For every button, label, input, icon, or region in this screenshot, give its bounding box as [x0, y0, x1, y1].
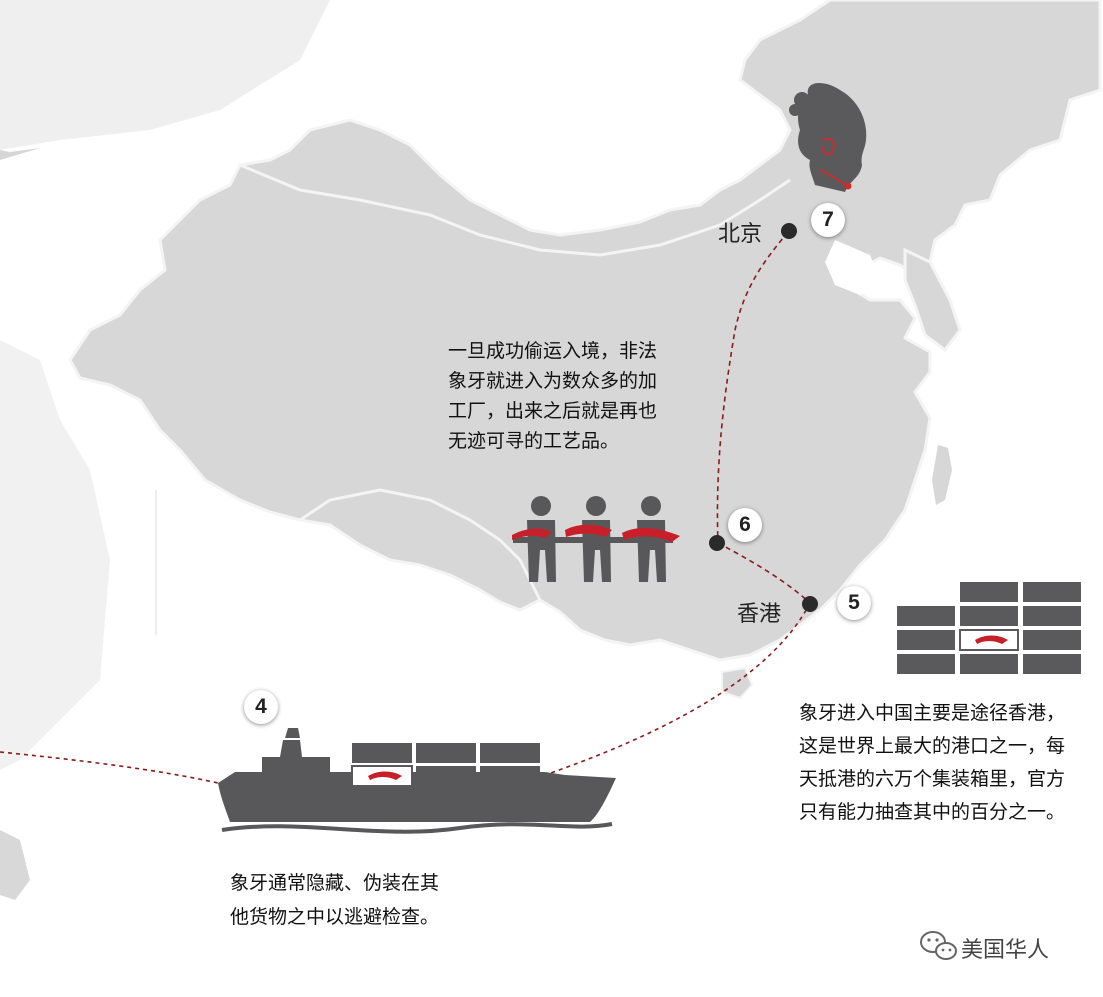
caption-ship: 象牙通常隐藏、伪装在其 他货物之中以逃避检查。 — [230, 866, 490, 934]
caption-line: 象牙通常隐藏、伪装在其 — [230, 872, 440, 894]
beijing-dot — [781, 223, 797, 239]
wechat-icon — [920, 931, 957, 960]
caption-line: 象牙进入中国主要是途径香港， — [799, 702, 1066, 724]
hongkong-dot — [802, 596, 818, 612]
step-badge-6: 6 — [728, 508, 762, 542]
cargo-ship-icon — [218, 728, 616, 834]
caption-processing: 一旦成功偷运入境，非法 象牙就进入为数众多的加 工厂，出来之后就是再也 无迹可寻… — [448, 336, 748, 456]
container-stack-icon — [897, 582, 1081, 674]
carving-workers-icon — [512, 496, 680, 582]
korea-peninsula — [903, 247, 962, 353]
southwest-island — [0, 830, 30, 900]
mongolia-border — [239, 163, 791, 257]
caption-line: 这是世界上最大的港口之一，每 — [799, 735, 1066, 757]
western-land-edge — [0, 148, 40, 160]
step-badge-4: 4 — [244, 690, 278, 724]
woman-silhouette-icon — [789, 83, 867, 192]
caption-line: 他货物之中以逃避检查。 — [230, 906, 440, 928]
route-sea-west — [0, 751, 219, 784]
caption-line: 无迹可寻的工艺品。 — [448, 430, 620, 452]
route-6-to-hongkong — [717, 542, 811, 604]
city-label-beijing: 北京 — [718, 222, 763, 247]
route-beijing-to-6 — [716, 231, 789, 544]
caption-hongkong: 象牙进入中国主要是途径香港， 这是世界上最大的港口之一，每 天抵港的六万个集装箱… — [799, 697, 1099, 829]
taiwan — [932, 445, 952, 505]
caption-line: 一旦成功偷运入境，非法 — [448, 340, 658, 362]
step-badge-7: 7 — [811, 203, 845, 237]
bohai-bay — [825, 240, 880, 295]
hainan — [721, 666, 754, 700]
caption-line: 天抵港的六万个集装箱里，官方 — [799, 768, 1066, 790]
southwest-border — [299, 488, 542, 601]
station-6-dot — [709, 535, 725, 551]
caption-line: 只有能力抽查其中的百分之一。 — [799, 801, 1066, 823]
western-land-shadow — [0, 0, 330, 150]
route-hongkong-to-ship — [544, 602, 811, 776]
caption-line: 工厂，出来之后就是再也 — [448, 400, 658, 422]
city-label-hongkong: 香港 — [737, 602, 782, 627]
caption-line: 象牙就进入为数众多的加 — [448, 370, 658, 392]
western-land-lower — [0, 340, 110, 770]
watermark-text: 美国华人 — [961, 938, 1050, 963]
step-badge-5: 5 — [837, 586, 871, 620]
